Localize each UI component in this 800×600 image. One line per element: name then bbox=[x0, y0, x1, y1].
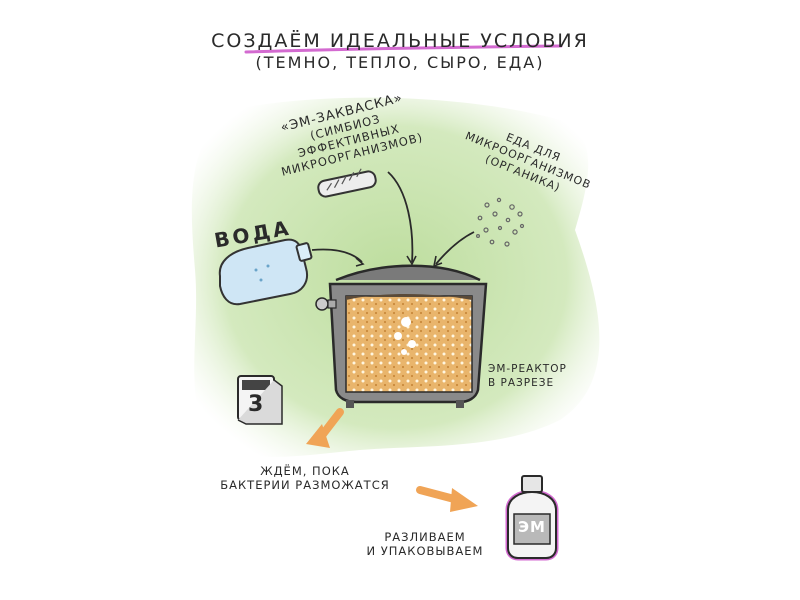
page-title: СОЗДАЁМ ИДЕАЛЬНЫЕ УСЛОВИЯ bbox=[211, 30, 589, 52]
pack-label-line1: РАЗЛИВАЕМ bbox=[384, 530, 466, 544]
em-reactor bbox=[315, 264, 488, 408]
title-underline bbox=[244, 44, 563, 54]
wait-label: ЖДЁМ, ПОКА БАКТЕРИИ РАЗМОЖАТСЯ bbox=[210, 464, 400, 492]
calendar-icon bbox=[237, 375, 283, 425]
em-starter-tube bbox=[317, 168, 377, 198]
pack-label-line2: И УПАКОВЫВАЕМ bbox=[366, 544, 484, 558]
calendar-day: 3 bbox=[248, 392, 265, 417]
arrow-food-to-reactor bbox=[435, 231, 475, 265]
page-subtitle: (ТЕМНО, ТЕПЛО, СЫРО, ЕДА) bbox=[255, 53, 545, 72]
wait-label-line1: ЖДЁМ, ПОКА bbox=[260, 464, 350, 478]
food-particles bbox=[476, 197, 525, 247]
pack-label: РАЗЛИВАЕМ И УПАКОВЫВАЕМ bbox=[350, 530, 500, 558]
reactor-label-line2: В РАЗРЕЗЕ bbox=[488, 377, 555, 389]
arrow-water-to-reactor bbox=[311, 248, 363, 263]
water-bottle bbox=[218, 238, 313, 306]
arrow-starter-to-reactor bbox=[387, 171, 414, 263]
reactor-label: ЭМ-РЕАКТОР В РАЗРЕЗЕ bbox=[488, 362, 567, 390]
em-product-bottle bbox=[505, 475, 559, 561]
bottle-em-label: ЭМ bbox=[518, 518, 546, 536]
reactor-label-line1: ЭМ-РЕАКТОР bbox=[488, 363, 567, 375]
wait-label-line2: БАКТЕРИИ РАЗМОЖАТСЯ bbox=[220, 478, 390, 492]
